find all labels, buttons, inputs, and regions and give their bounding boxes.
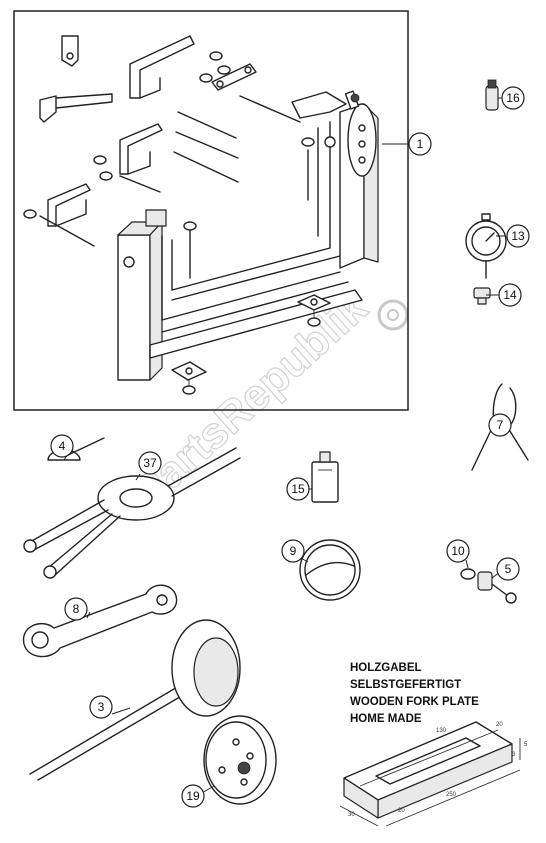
svg-text:15: 15 <box>291 482 305 496</box>
callout-14: 14 <box>498 283 522 307</box>
callout-19: 19 <box>181 784 205 808</box>
callout-37: 37 <box>138 451 162 475</box>
dim-20-bottom: 20 <box>398 808 405 814</box>
hub-tool <box>203 715 277 805</box>
fork-plate-note: HOLZGABEL SELBSTGEFERTIGT WOODEN FORK PL… <box>350 662 479 725</box>
svg-text:10: 10 <box>451 544 465 558</box>
svg-text:37: 37 <box>143 456 157 470</box>
note-line-1: HOLZGABEL <box>350 662 422 674</box>
gear-logo-icon <box>377 299 409 331</box>
pin-spanner <box>22 584 178 658</box>
callout-16: 16 <box>501 86 525 110</box>
fork-plate-dimensions: 130 20 5 3 30 250 20 <box>348 722 528 818</box>
hardware-set <box>23 35 315 279</box>
dim-5: 5 <box>524 742 528 748</box>
callout-10: 10 <box>446 539 470 563</box>
svg-text:7: 7 <box>497 418 504 432</box>
sealing-disc <box>299 539 361 601</box>
dim-130: 130 <box>436 728 447 734</box>
callout-3: 3 <box>89 695 113 719</box>
callout-8: 8 <box>64 597 88 621</box>
svg-text:13: 13 <box>511 229 525 243</box>
dim-20-top: 20 <box>496 722 503 728</box>
dim-3: 3 <box>512 752 516 758</box>
callout-4: 4 <box>50 434 74 458</box>
gauge-adapter <box>473 287 491 305</box>
callout-15: 15 <box>286 477 310 501</box>
clutch-holder <box>29 619 241 781</box>
callout-13: 13 <box>506 224 530 248</box>
svg-text:3: 3 <box>98 700 105 714</box>
press-frame <box>117 90 379 395</box>
kit-box-frame <box>13 10 409 411</box>
callout-7: 7 <box>488 413 512 437</box>
callout-5: 5 <box>496 557 520 581</box>
sealant-bottle <box>311 451 339 503</box>
svg-text:19: 19 <box>186 789 200 803</box>
svg-text:9: 9 <box>290 544 297 558</box>
dial-gauge <box>465 213 507 279</box>
svg-text:4: 4 <box>59 439 66 453</box>
svg-text:1: 1 <box>417 137 424 151</box>
svg-text:5: 5 <box>505 562 512 576</box>
callout-9: 9 <box>281 539 305 563</box>
note-line-2: SELBSTGEFERTIGT <box>350 679 461 691</box>
wooden-fork-plate <box>339 721 521 827</box>
sleeve-and-puller <box>460 568 517 604</box>
svg-text:8: 8 <box>73 602 80 616</box>
note-line-3: WOODEN FORK PLATE <box>350 696 479 708</box>
dim-250: 250 <box>446 792 457 798</box>
holding-wrench <box>23 447 241 579</box>
callout-1: 1 <box>408 132 432 156</box>
svg-text:16: 16 <box>506 91 520 105</box>
dim-30: 30 <box>348 812 355 818</box>
locking-compound-bottle <box>485 79 499 111</box>
note-line-4: HOME MADE <box>350 713 422 725</box>
svg-text:14: 14 <box>503 288 517 302</box>
